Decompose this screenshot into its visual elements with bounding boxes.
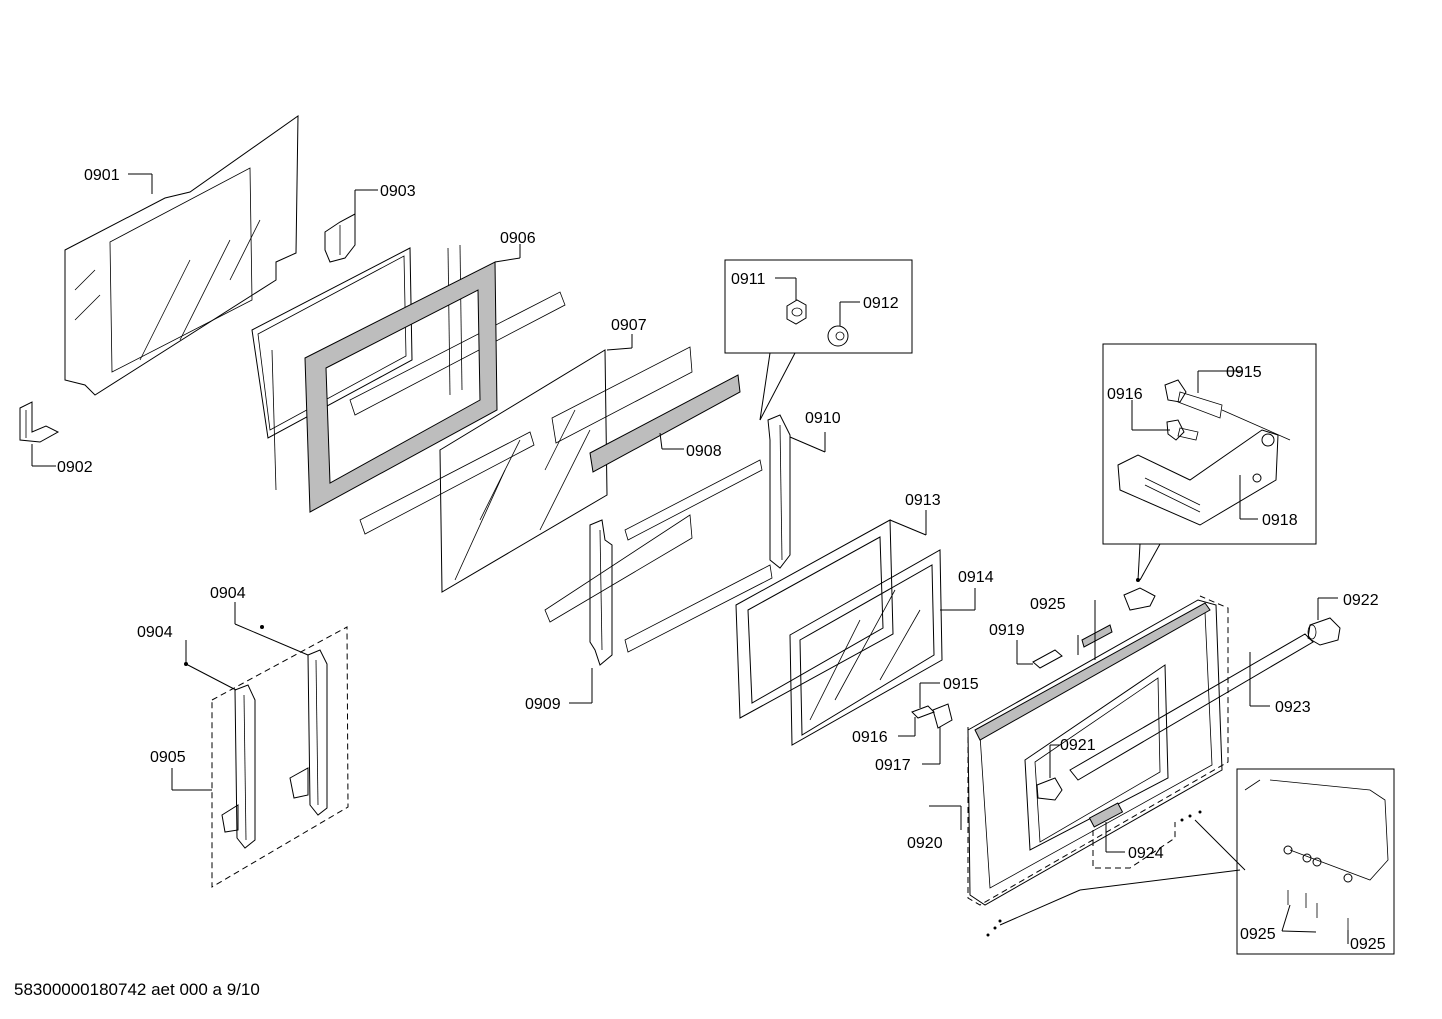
label-0915a: 0915 (1226, 364, 1262, 381)
label-0925b: 0925 (1240, 926, 1276, 943)
hinge-right (289, 649, 328, 816)
label-0917: 0917 (875, 757, 911, 774)
label-0905: 0905 (150, 749, 186, 766)
label-0903: 0903 (380, 183, 416, 200)
hinge-bracket-top (324, 213, 356, 263)
door-handle-rod (1069, 617, 1341, 781)
door-gasket-frame (304, 261, 498, 513)
hinge-bracket-left (19, 401, 60, 443)
label-0925c: 0925 (1350, 936, 1386, 953)
inner-glass-panel (789, 549, 943, 746)
inner-frame (251, 244, 566, 535)
label-0924: 0924 (1128, 845, 1164, 862)
air-vent-strip (589, 374, 741, 473)
hinge-outline (211, 626, 349, 888)
vertical-bracket-left (589, 519, 613, 666)
support-rails (544, 346, 773, 653)
handle-mount (1036, 777, 1063, 801)
label-0909: 0909 (525, 696, 561, 713)
top-clip (1123, 578, 1156, 611)
label-0915b: 0915 (943, 676, 979, 693)
hinge-left (221, 684, 256, 849)
label-0902: 0902 (57, 459, 93, 476)
hinge-pin-parts (911, 703, 953, 729)
label-0916a: 0916 (1107, 386, 1143, 403)
label-0925a: 0925 (1030, 596, 1066, 613)
label-0910: 0910 (805, 410, 841, 427)
label-0912: 0912 (863, 295, 899, 312)
label-0919: 0919 (989, 622, 1025, 639)
label-0918: 0918 (1262, 512, 1298, 529)
vertical-bracket-right (767, 414, 791, 569)
label-0907: 0907 (611, 317, 647, 334)
label-0920: 0920 (907, 835, 943, 852)
door-front-panel (967, 599, 1223, 906)
front-panel-outline (967, 595, 1229, 906)
label-0913: 0913 (905, 492, 941, 509)
detail-box-nuts (724, 259, 913, 421)
label-0922: 0922 (1343, 592, 1379, 609)
label-0906: 0906 (500, 230, 536, 247)
label-0904a: 0904 (137, 624, 173, 641)
label-0916b: 0916 (852, 729, 888, 746)
drawing-reference-number: 58300000180742 aet 000 a 9/10 (14, 980, 260, 999)
label-0911: 0911 (731, 271, 766, 288)
label-0921: 0921 (1060, 737, 1096, 754)
badge-outline (1092, 822, 1176, 869)
handle-end-cap (1032, 649, 1063, 669)
label-0901: 0901 (84, 167, 120, 184)
label-0904b: 0904 (210, 585, 246, 602)
outer-glass-panel (64, 115, 299, 396)
label-0923: 0923 (1275, 699, 1311, 716)
detail-box-hinge-bolt (1102, 343, 1317, 581)
middle-glass-panel (439, 349, 608, 593)
label-0908: 0908 (686, 443, 722, 460)
label-0914: 0914 (958, 569, 994, 586)
inner-door-frame (735, 519, 894, 719)
